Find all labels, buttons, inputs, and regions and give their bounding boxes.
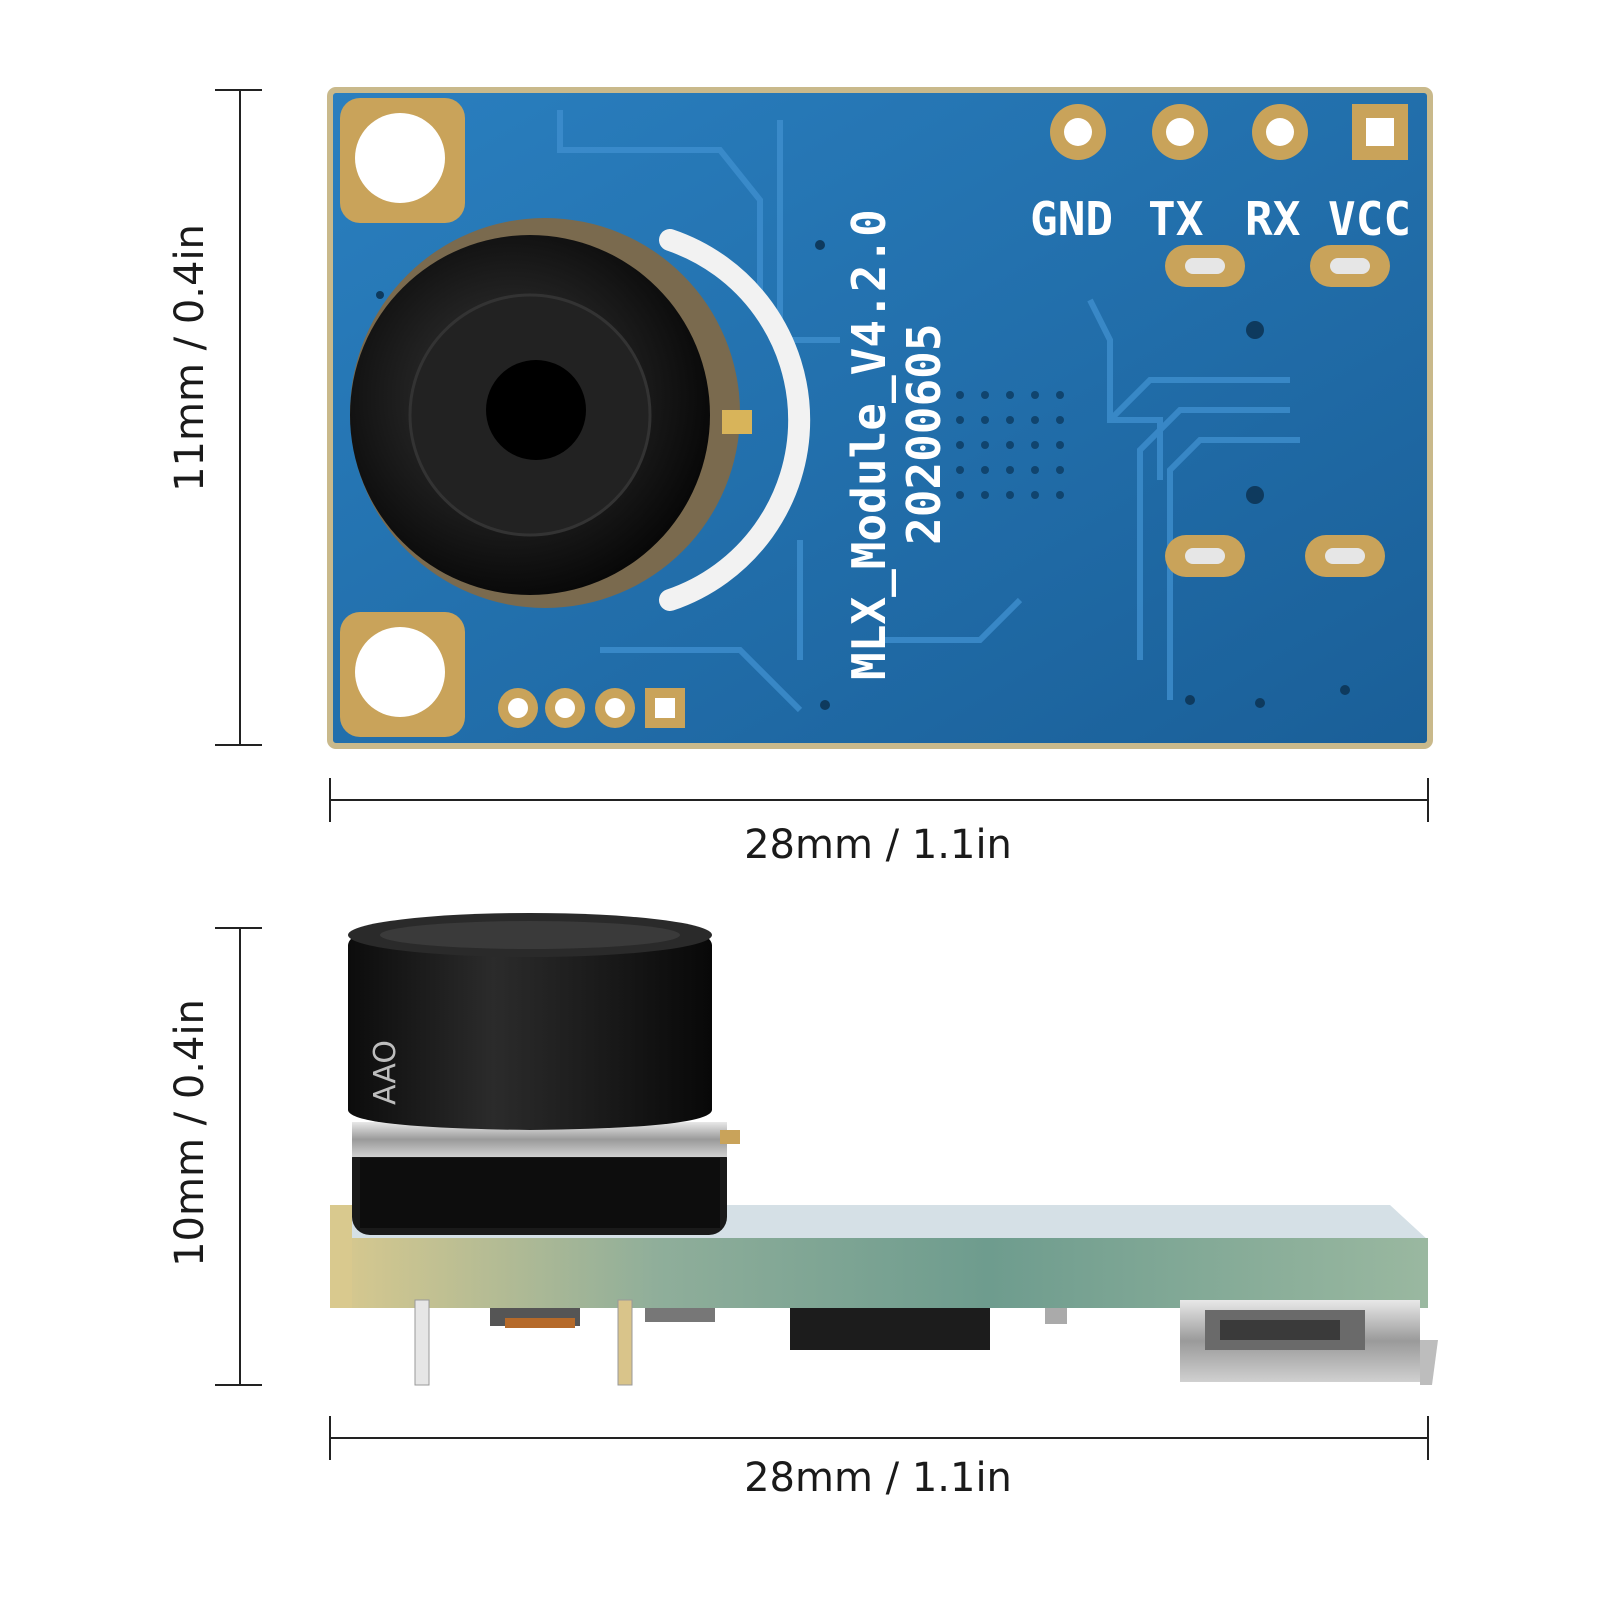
solder-pads [1165,245,1390,577]
silkscreen-date: 20200605 [897,323,951,545]
lens-marking: AAO [368,1040,403,1105]
header-pads-bottom [498,688,685,728]
underside-component-2 [645,1308,715,1322]
dimension-bottom-height: 10mm / 0.4in [167,999,213,1267]
silkscreen-model: MLX_Module_V4.2.0 [842,209,896,680]
dimension-top-width: 28mm / 1.1in [744,822,1012,868]
header-pads-top [1050,104,1408,160]
dimension-bottom-width: 28mm / 1.1in [744,1455,1012,1501]
pin-label-rx: RX [1245,192,1301,246]
via-grid [956,391,1064,499]
silkscreen-text: MLX_Module_V4.2.0 20200605 [842,209,951,680]
usb-connector [1180,1300,1438,1385]
mounting-hole-top-left [340,98,465,223]
pin-label-vcc: VCC [1328,192,1411,246]
pin-labels: GND TX RX VCC [1030,192,1411,246]
sensor-lens-side: AAO [348,913,740,1235]
header-pins-side [414,1299,633,1386]
pin-label-gnd: GND [1030,192,1113,246]
dimension-lines-top [215,89,1429,822]
pin-label-tx: TX [1148,192,1204,246]
side-view: AAO [330,913,1438,1386]
underside-chip [790,1308,990,1350]
thermal-sensor-lens [350,218,811,611]
pcb-side-edge [330,1238,1428,1308]
dimension-top-height: 11mm / 0.4in [167,224,213,492]
vias [376,240,1350,710]
dimension-lines-bottom [215,927,1429,1460]
mounting-hole-bottom-left [340,612,465,737]
top-view: GND TX RX VCC MLX_Module_V4.2.0 20200605 [327,87,1433,749]
